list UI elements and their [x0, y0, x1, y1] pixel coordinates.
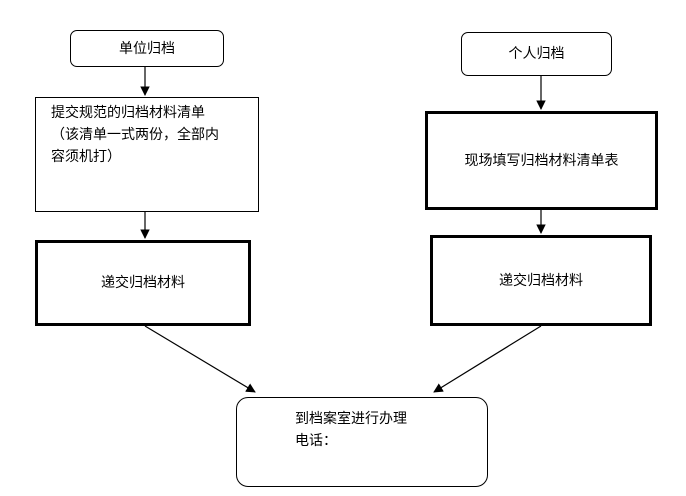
- submit-list-line-2: （该清单一式两份，全部内: [51, 127, 219, 143]
- personal-archive-start-label: 个人归档: [508, 46, 565, 62]
- onsite-fill-list-box: 现场填写归档材料清单表: [425, 111, 658, 210]
- arrow-right-step2-to-end: [433, 325, 542, 393]
- unit-archive-start-box: 单位归档: [70, 30, 224, 67]
- right-submit-materials-label: 递交归档材料: [499, 272, 583, 289]
- onsite-fill-list-label: 现场填写归档材料清单表: [464, 152, 619, 169]
- submit-list-line-1: 提交规范的归档材料清单: [51, 105, 205, 121]
- submit-list-box: 提交规范的归档材料清单 （该清单一式两份，全部内 容须机打）: [35, 97, 259, 212]
- left-submit-materials-box: 递交归档材料: [35, 240, 251, 326]
- left-submit-materials-label: 递交归档材料: [101, 275, 185, 291]
- arrow-left-step2-to-end: [144, 325, 256, 393]
- archive-office-end-box: 到档案室进行办理 电话：: [236, 397, 488, 487]
- right-submit-materials-box: 递交归档材料: [430, 235, 652, 326]
- archive-office-phone-label: 电话：: [295, 433, 337, 449]
- submit-list-line-3: 容须机打）: [51, 149, 121, 165]
- personal-archive-start-box: 个人归档: [461, 32, 612, 76]
- unit-archive-start-label: 单位归档: [119, 40, 175, 57]
- archive-office-line-1: 到档案室进行办理: [295, 411, 407, 427]
